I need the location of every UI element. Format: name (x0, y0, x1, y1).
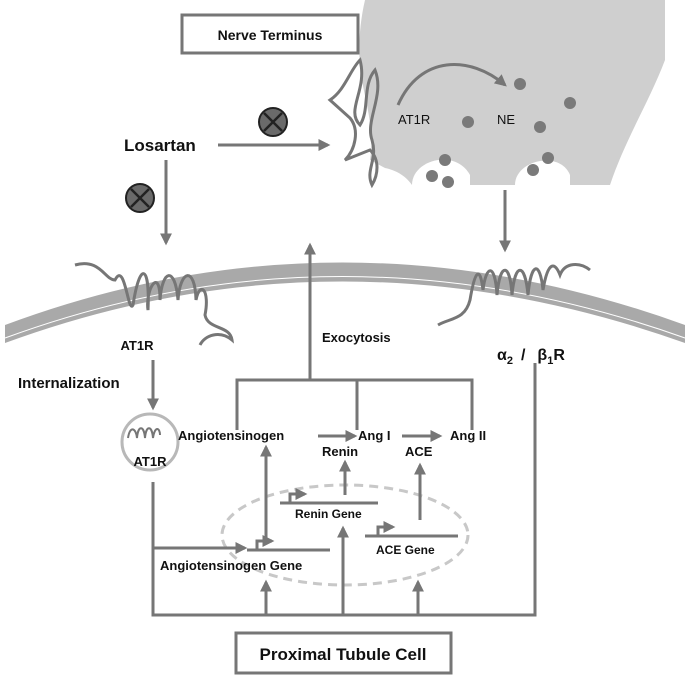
membrane-at1r-receptor (74, 262, 235, 346)
renin-label: Renin (322, 444, 358, 459)
nerve-at1r-label: AT1R (398, 112, 430, 127)
exocytosis-bracket (235, 378, 474, 430)
membrane-at1r-label: AT1R (121, 338, 155, 353)
angiotensinogen-label: Angiotensinogen (178, 428, 284, 443)
ace-label: ACE (405, 444, 433, 459)
ang1-label: Ang I (358, 428, 391, 443)
renin-gene-symbol (280, 488, 378, 505)
ne-vesicles (426, 78, 576, 188)
proximal-tubule-cell-label: Proximal Tubule Cell (260, 645, 427, 664)
losartan-label: Losartan (124, 136, 196, 155)
internal-at1r-coil (127, 427, 161, 439)
block-symbol-top (258, 107, 288, 137)
nerve-terminus-box (180, 13, 360, 55)
ang2-label: Ang II (450, 428, 486, 443)
internalization-label: Internalization (18, 375, 120, 392)
alpha-beta-receptor-label: α2/β1R (497, 347, 565, 367)
internal-at1r-vesicle (120, 412, 180, 472)
block-symbol-left (125, 183, 155, 213)
nerve-terminus-shape (359, 0, 665, 185)
angiotensinogen-gene-label: Angiotensinogen Gene (160, 558, 302, 573)
nerve-at1r-receptor (327, 57, 380, 189)
nerve-terminus-label: Nerve Terminus (218, 27, 323, 43)
ne-label: NE (497, 112, 515, 127)
angiotensinogen-gene-symbol (247, 535, 330, 552)
ace-gene-symbol (365, 521, 458, 538)
internal-at1r-label: AT1R (134, 454, 168, 469)
renin-gene-label: Renin Gene (295, 507, 362, 521)
exocytosis-label: Exocytosis (322, 330, 391, 345)
ace-gene-label: ACE Gene (376, 543, 435, 557)
vesicle-pocket-left (412, 159, 470, 185)
proximal-tubule-cell-box (234, 631, 453, 675)
cell-membrane-inner-edge (4, 276, 686, 339)
at1r-to-ne-arrow (396, 63, 507, 106)
svg-text:α2/β1R: α2/β1R (497, 347, 565, 367)
membrane-alpha-beta-receptor (437, 263, 591, 327)
